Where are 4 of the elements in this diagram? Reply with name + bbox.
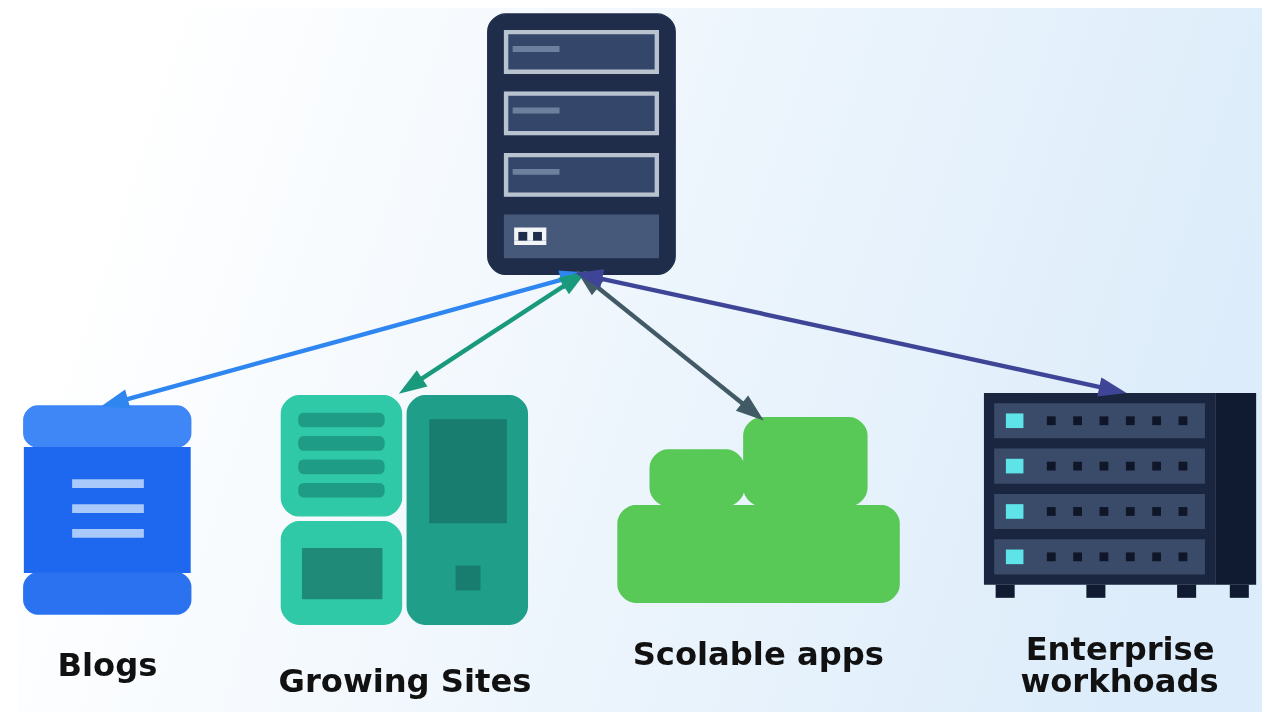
node-label: Enterprise workhoads [1020, 630, 1219, 701]
node-label: Blogs [57, 646, 158, 685]
node-label: Growing Sites [278, 662, 532, 701]
node-label: Scolable apps [632, 634, 884, 673]
